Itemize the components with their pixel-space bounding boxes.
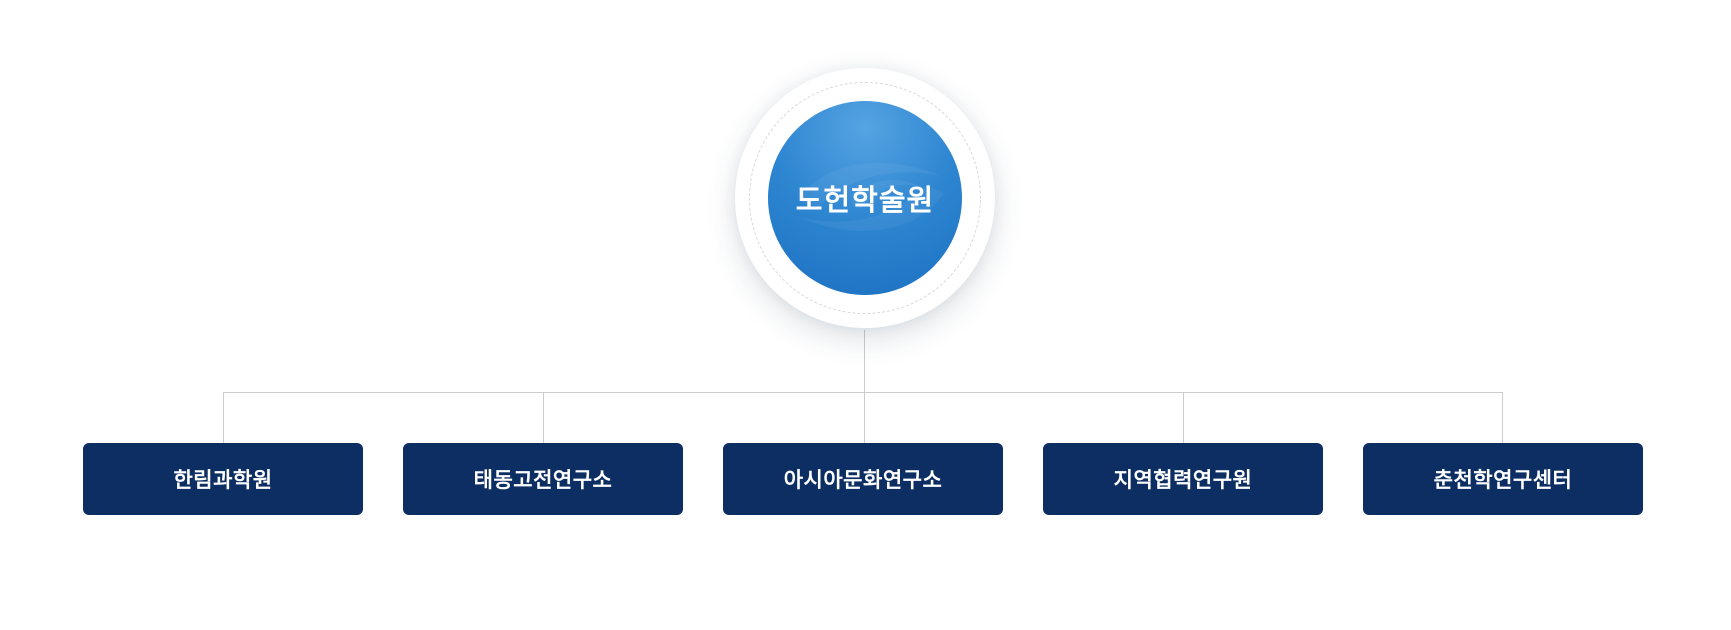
child-node-label: 태동고전연구소 [473,469,613,492]
connector-stub-2 [543,392,544,443]
connector-stub-1 [223,392,224,443]
root-node-inner-circle: 도헌학술원 [768,101,962,295]
root-node-circle: 도헌학술원 [735,68,995,328]
child-node-1[interactable]: 한림과학원 [83,443,363,515]
dashed-ring [749,82,981,314]
child-node-label: 지역협력연구원 [1113,469,1253,492]
swirl-logo-icon [799,162,944,231]
connector-stub-4 [1183,392,1184,443]
child-node-3[interactable]: 아시아문화연구소 [723,443,1003,515]
child-node-label: 한림과학원 [173,469,273,492]
connector-root-vertical [864,330,865,443]
connector-horizontal [223,392,1503,393]
child-node-label: 아시아문화연구소 [783,469,943,492]
child-node-label: 춘천학연구센터 [1433,469,1573,492]
child-node-4[interactable]: 지역협력연구원 [1043,443,1323,515]
root-node-label: 도헌학술원 [795,185,935,217]
child-node-5[interactable]: 춘천학연구센터 [1363,443,1643,515]
child-node-2[interactable]: 태동고전연구소 [403,443,683,515]
connector-stub-5 [1502,392,1503,443]
